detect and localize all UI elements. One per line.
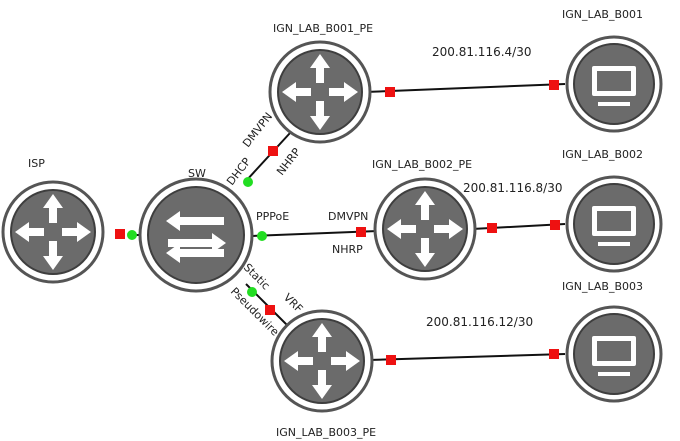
isp-router[interactable] xyxy=(1,180,105,284)
sw-label: SW xyxy=(188,167,206,180)
port-b002pe-sw-down xyxy=(356,227,366,237)
link-label-static: Static xyxy=(241,261,272,292)
link-b003pe-b003 xyxy=(367,353,566,361)
b003-pe-label: IGN_LAB_B003_PE xyxy=(276,426,376,439)
port-sw-b003-up xyxy=(247,287,257,297)
monitor-icon xyxy=(592,206,636,246)
b002-pe-router[interactable] xyxy=(373,177,477,281)
link-label-dmvpn-b001: DMVPN xyxy=(240,110,275,150)
port-isp-down xyxy=(115,229,125,239)
b003-label: IGN_LAB_B003 xyxy=(562,280,643,293)
port-sw-b002-up xyxy=(257,231,267,241)
port-b001pe-host-down xyxy=(385,87,395,97)
b003-host[interactable] xyxy=(565,305,663,403)
sw-switch[interactable] xyxy=(138,177,254,293)
link-sw-b001pe xyxy=(244,132,291,183)
b001-label: IGN_LAB_B001 xyxy=(562,8,643,21)
subnet-label-b002: 200.81.116.8/30 xyxy=(463,181,562,195)
b002-label: IGN_LAB_B002 xyxy=(562,148,643,161)
port-sw-isp-up xyxy=(127,230,137,240)
b002-host[interactable] xyxy=(565,175,663,273)
b002-pe-label: IGN_LAB_B002_PE xyxy=(372,158,472,171)
port-sw-b001-up xyxy=(243,177,253,187)
port-b002-host-down xyxy=(550,220,560,230)
port-b003pe-sw-down xyxy=(265,305,275,315)
port-b001-host-down xyxy=(549,80,559,90)
link-label-dmvpn-b002: DMVPN xyxy=(328,210,368,223)
link-label-vrf: VRF xyxy=(281,291,305,315)
monitor-icon xyxy=(592,66,636,106)
isp-label: ISP xyxy=(28,157,45,170)
b001-host[interactable] xyxy=(565,35,663,133)
subnet-label-b001: 200.81.116.4/30 xyxy=(432,45,531,59)
port-b002pe-host-down xyxy=(487,223,497,233)
switch-icon xyxy=(166,211,226,263)
link-label-nhrp-b001: NHRP xyxy=(274,145,303,178)
link-b001pe-b001 xyxy=(364,83,566,93)
port-b001pe-sw-down xyxy=(268,146,278,156)
link-label-nhrp-b002: NHRP xyxy=(332,243,363,256)
monitor-icon xyxy=(592,336,636,376)
port-b003pe-host-down xyxy=(386,355,396,365)
port-b003-host-down xyxy=(549,349,559,359)
link-label-pppoe: PPPoE xyxy=(256,210,289,223)
b003-pe-router[interactable] xyxy=(270,309,374,413)
b001-pe-label: IGN_LAB_B001_PE xyxy=(273,22,373,35)
b001-pe-router[interactable] xyxy=(268,40,372,144)
subnet-label-b003: 200.81.116.12/30 xyxy=(426,315,533,329)
